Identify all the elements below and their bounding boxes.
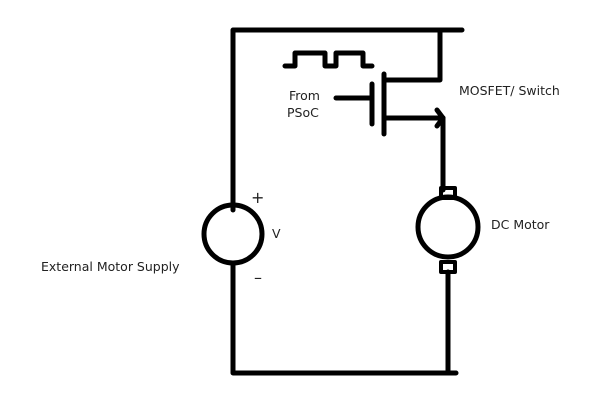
wire-left-bottom — [230, 260, 459, 376]
wire-left-top — [230, 27, 465, 213]
mosfet-label: MOSFET/ Switch — [459, 83, 560, 98]
minus-sign: – — [254, 268, 262, 287]
motor-label: DC Motor — [491, 217, 550, 232]
supply-symbol-label: V — [272, 226, 281, 241]
wire-drain — [381, 27, 443, 83]
supply-circle — [201, 202, 265, 266]
pwm-source-label-line2: PSoC — [287, 105, 319, 120]
supply-label: External Motor Supply — [41, 259, 180, 274]
plus-sign: + — [251, 188, 265, 207]
pwm-waveform — [282, 50, 375, 69]
motor-circle — [415, 194, 481, 260]
motor-terminal-top — [439, 186, 457, 200]
pwm-source-label-line1: From — [289, 88, 320, 103]
